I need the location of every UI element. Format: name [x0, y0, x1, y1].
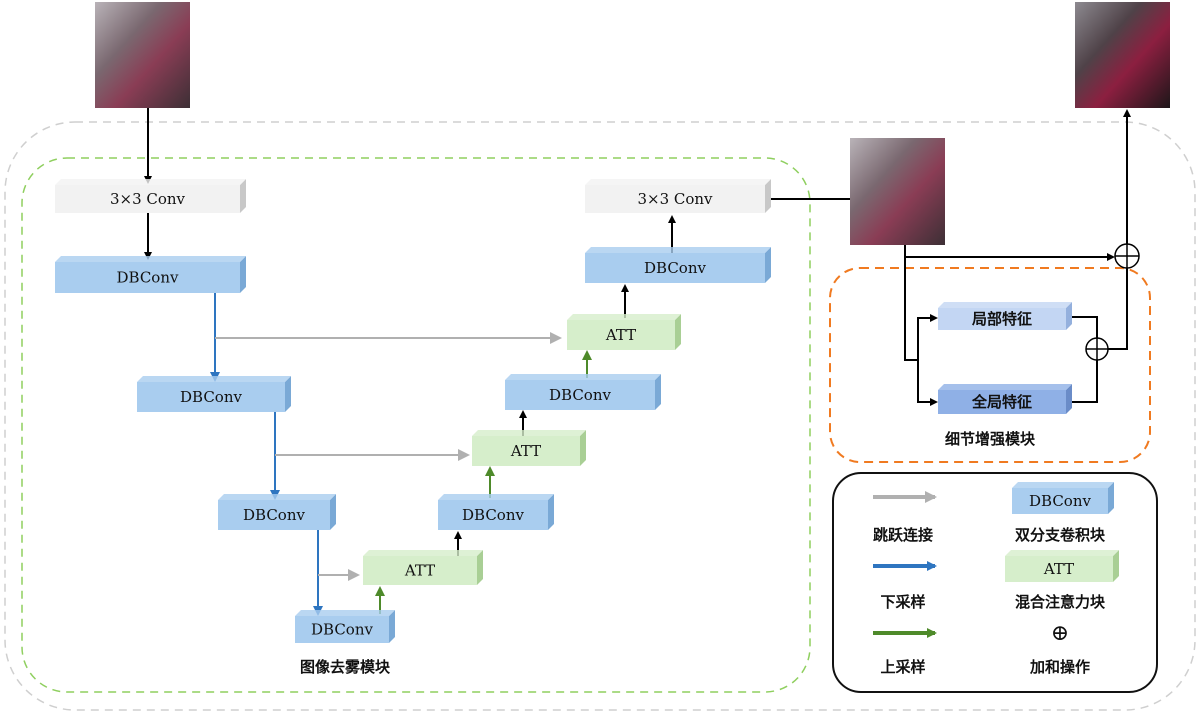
- decoder-dbconv-1: DBConv: [438, 494, 554, 530]
- legend-plus-icon: ⊕: [1051, 621, 1069, 646]
- encoder-dbconv-4-label: DBConv: [311, 621, 373, 639]
- overall-frame: [4, 121, 1196, 711]
- legend-down-label: 下采样: [880, 593, 925, 611]
- global-feature-block-label: 全局特征: [971, 393, 1032, 411]
- sum-operator-detail: [1085, 337, 1109, 361]
- encoder-dbconv-1-label: DBConv: [117, 269, 179, 287]
- legend-up-label: 上采样: [880, 658, 925, 676]
- decoder-dbconv-3: DBConv: [585, 247, 771, 283]
- decoder-att-1-label: ATT: [404, 562, 435, 580]
- legend-att-block: ATT: [1005, 550, 1119, 582]
- decoder-att-3: ATT: [567, 314, 681, 350]
- encoder-dbconv-2: DBConv: [137, 376, 291, 412]
- dehaze-module-label: 图像去雾模块: [300, 658, 391, 676]
- input-conv-block: 3×3 Conv: [55, 179, 246, 213]
- connections: [144, 108, 1131, 638]
- decoder-att-3-label: ATT: [605, 326, 636, 344]
- output-conv-block: 3×3 Conv: [585, 179, 771, 213]
- encoder-dbconv-4: DBConv: [295, 610, 395, 643]
- decoder-dbconv-2: DBConv: [505, 374, 661, 410]
- decoder-dbconv-1-label: DBConv: [462, 506, 524, 524]
- legend-plus-desc: 加和操作: [1029, 658, 1090, 676]
- encoder-dbconv-3: DBConv: [218, 494, 336, 530]
- legend-skip-label: 跳跃连接: [873, 526, 933, 544]
- legend-att-desc: 混合注意力块: [1015, 593, 1106, 611]
- legend-dbconv-block: DBConv: [1012, 482, 1114, 514]
- decoder-dbconv-2-label: DBConv: [549, 386, 611, 404]
- legend-box: [832, 472, 1158, 693]
- input-hazy-image: [95, 2, 190, 108]
- sum-operator-top: [1114, 243, 1140, 269]
- decoder-att-1: ATT: [363, 550, 483, 585]
- intermediate-image: [850, 138, 945, 245]
- decoder-dbconv-3-label: DBConv: [644, 259, 706, 277]
- legend-dbconv-desc: 双分支卷积块: [1015, 526, 1106, 544]
- legend-dbconv-block-label: DBConv: [1029, 492, 1091, 510]
- global-feature-block: 全局特征: [938, 384, 1072, 414]
- dehaze-module-frame: [21, 157, 811, 693]
- detail-module-label: 细节增强模块: [945, 430, 1036, 448]
- encoder-dbconv-1: DBConv: [55, 256, 246, 293]
- encoder-dbconv-3-label: DBConv: [243, 506, 305, 524]
- detail-module-frame: [829, 267, 1151, 463]
- decoder-att-2-label: ATT: [510, 442, 541, 460]
- output-dehazed-image: [1075, 2, 1170, 108]
- legend-att-block-label: ATT: [1043, 560, 1074, 578]
- output-conv-block-label: 3×3 Conv: [637, 190, 713, 208]
- input-conv-block-label: 3×3 Conv: [110, 190, 186, 208]
- decoder-att-2: ATT: [472, 430, 586, 466]
- local-feature-block: 局部特征: [938, 302, 1072, 330]
- encoder-dbconv-2-label: DBConv: [180, 388, 242, 406]
- local-feature-block-label: 局部特征: [971, 310, 1032, 328]
